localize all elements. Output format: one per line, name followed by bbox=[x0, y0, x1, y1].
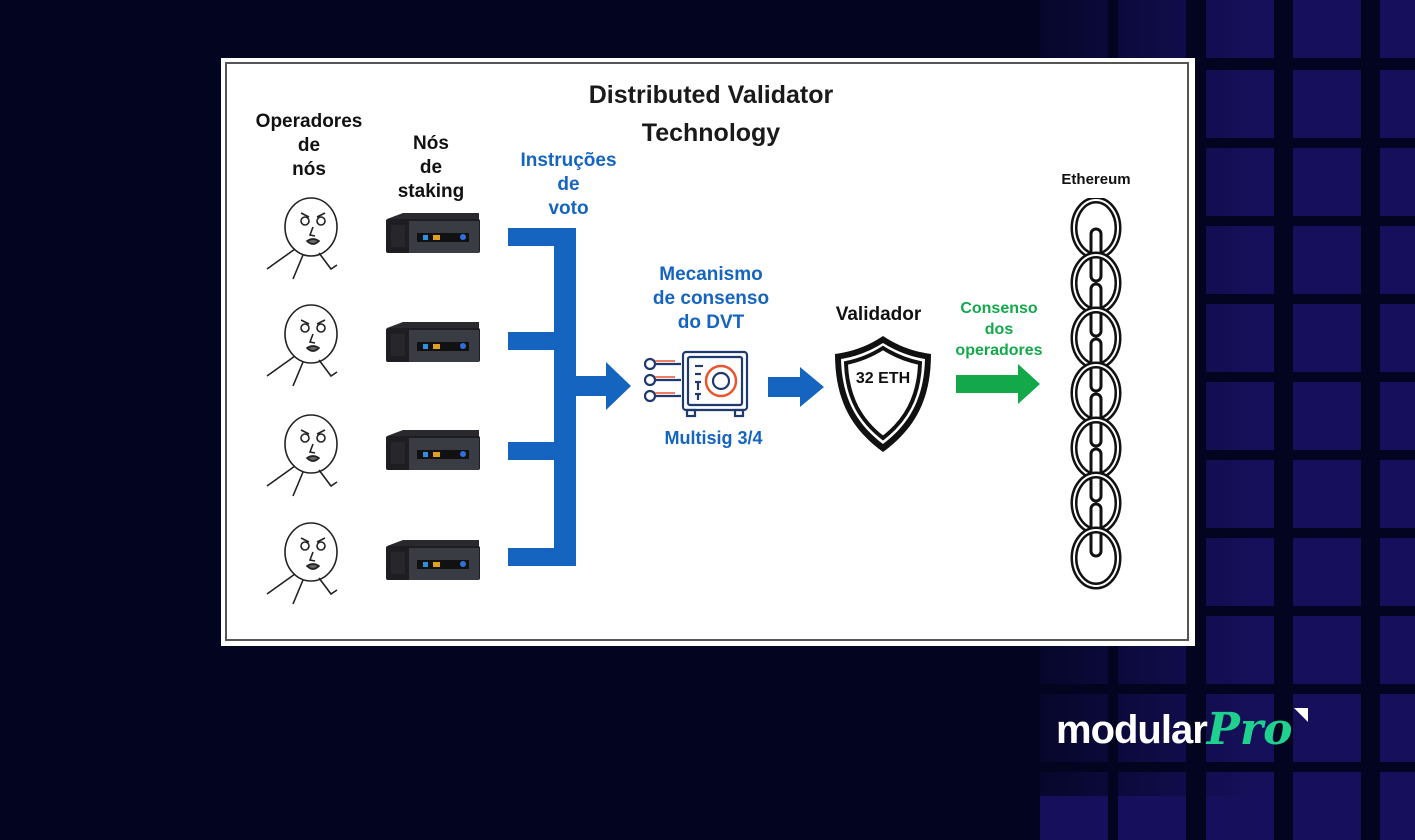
operators-label: Operadores de nós bbox=[243, 110, 375, 182]
diagram-border bbox=[225, 62, 1189, 641]
background-grid-cell bbox=[1380, 694, 1415, 762]
bracket-arrow bbox=[576, 362, 631, 410]
background-grid-cell bbox=[1293, 616, 1361, 684]
background-grid-cell bbox=[1380, 616, 1415, 684]
operator-face-icon bbox=[266, 197, 338, 280]
vote-instructions-label-line: de bbox=[557, 174, 580, 195]
operators-label-line: de bbox=[297, 135, 321, 156]
background-grid-cell bbox=[1380, 0, 1415, 58]
logo-corner-icon bbox=[1294, 708, 1309, 722]
background-grid-cell bbox=[1380, 772, 1415, 840]
background-grid-cell bbox=[1293, 0, 1361, 58]
operator-face-icon bbox=[266, 522, 338, 605]
background-grid-cell bbox=[1293, 694, 1361, 762]
staking-node-icon bbox=[386, 322, 480, 362]
logo-accent: Pro bbox=[1206, 704, 1293, 755]
consensus-mechanism-label-line: de consenso bbox=[652, 288, 770, 309]
staking-node-icon bbox=[386, 540, 480, 580]
consensus-mechanism-label-line: Mecanismo bbox=[659, 264, 763, 285]
staking-node-icon bbox=[386, 213, 480, 253]
background-grid-cell bbox=[1293, 70, 1361, 138]
operators-consensus-label: Consenso dos operadores bbox=[939, 298, 1059, 361]
staking-nodes-label-line: staking bbox=[397, 181, 465, 202]
operators-consensus-label-line: operadores bbox=[955, 342, 1043, 359]
chain-link bbox=[1070, 526, 1122, 590]
vote-bracket-connector bbox=[508, 228, 631, 566]
diagram-panel: Distributed Validator Technology Operado… bbox=[221, 58, 1195, 646]
arrow-to-validator bbox=[768, 367, 824, 407]
staking-nodes-label-line: Nós bbox=[413, 133, 449, 154]
staking-nodes-label: Nós de staking bbox=[381, 132, 481, 204]
validator-shield-icon bbox=[835, 336, 931, 452]
ethereum-label: Ethereum bbox=[1061, 171, 1131, 188]
background-grid-cell bbox=[1293, 382, 1361, 450]
background-grid-cell bbox=[1293, 772, 1361, 840]
vote-instructions-label: Instruções de voto bbox=[506, 149, 631, 221]
validator-label: Validador bbox=[835, 304, 922, 325]
background-grid-cell bbox=[1293, 148, 1361, 216]
operator-face-icon bbox=[266, 414, 338, 497]
vote-instructions-label-line: Instruções bbox=[520, 150, 617, 171]
staking-node-icon bbox=[386, 430, 480, 470]
background-grid-cell bbox=[1293, 460, 1361, 528]
vote-instructions-label-line: voto bbox=[548, 198, 589, 219]
background-grid-cell bbox=[1293, 226, 1361, 294]
operators-consensus-label-line: Consenso bbox=[960, 300, 1038, 317]
title-line-1: Distributed Validator bbox=[588, 81, 834, 109]
ethereum-chain-icon bbox=[1070, 198, 1122, 590]
background-grid-cell bbox=[1380, 538, 1415, 606]
operators-label-line: Operadores bbox=[255, 111, 363, 132]
background-grid-cell bbox=[1380, 304, 1415, 372]
validator-stake: 32 ETH bbox=[855, 370, 911, 387]
bracket-branch bbox=[508, 332, 554, 350]
title-line-2: Technology bbox=[641, 119, 781, 147]
arrow-to-ethereum bbox=[956, 364, 1040, 404]
operators-label-line: nós bbox=[292, 159, 326, 180]
background-grid-cell bbox=[1380, 226, 1415, 294]
logo-text: modular bbox=[1056, 708, 1208, 752]
background-grid-cell bbox=[1380, 382, 1415, 450]
bracket-spine bbox=[554, 228, 576, 566]
operator-face-icon bbox=[266, 304, 338, 387]
multisig-safe-icon bbox=[643, 350, 749, 418]
modularpro-logo: modular Pro bbox=[1056, 702, 1309, 755]
background-grid-cell bbox=[1380, 70, 1415, 138]
background-grid-cell bbox=[1293, 538, 1361, 606]
consensus-mechanism-label: Mecanismo de consenso do DVT bbox=[626, 263, 796, 335]
operators-consensus-label-line: dos bbox=[984, 321, 1014, 338]
consensus-mechanism-label-line: do DVT bbox=[677, 312, 745, 333]
multisig-label: Multisig 3/4 bbox=[664, 428, 763, 448]
background-grid-cell bbox=[1293, 304, 1361, 372]
bracket-branch bbox=[508, 442, 554, 460]
staking-nodes-label-line: de bbox=[419, 157, 443, 178]
background-grid-cell bbox=[1380, 460, 1415, 528]
diagram-title: Distributed Validator Technology bbox=[551, 76, 871, 152]
background-grid-cell bbox=[1380, 148, 1415, 216]
